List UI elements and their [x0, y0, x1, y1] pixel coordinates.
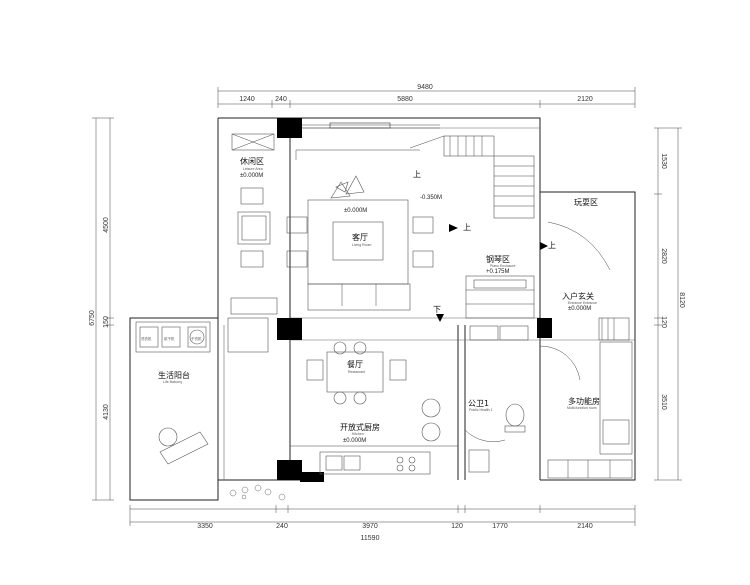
dim-bottom-4: 120 [451, 523, 463, 530]
dryer-label: 烘干机 [164, 336, 175, 341]
entrance-label: 入户玄关 [562, 291, 594, 301]
kitchen-level: ±0.000M [343, 438, 366, 444]
living-step-level: -0.350M [420, 195, 442, 201]
dim-top-2: 240 [275, 96, 287, 103]
up-marker-3: 上 [548, 241, 556, 250]
dim-right-4: 3510 [660, 394, 667, 410]
balcony-label: 生活阳台 [158, 370, 190, 380]
entrance-level: ±0.000M [568, 306, 591, 312]
up-marker-1: 上 [413, 170, 421, 179]
living-room-sub: Living Room [352, 243, 372, 247]
multi-room-label: 多功能房 [568, 396, 600, 406]
level-markers: 上 上 上 下 [413, 170, 556, 322]
structural-columns [277, 118, 552, 482]
plant-pots [229, 484, 286, 501]
dryer2-label: 干衣机 [191, 336, 202, 341]
dim-top-total: 9480 [417, 84, 433, 91]
kitchen-sub: Kitchen [352, 432, 364, 436]
life-balcony: 洗衣机 烘干机 干衣机 生活阳台 Life Balcony [135, 317, 286, 501]
multi-function-room: 多功能房 Multi-function room [547, 341, 633, 479]
play-area: 玩耍区 [547, 198, 611, 271]
kitchen-label: 开放式厨房 [340, 422, 380, 432]
balcony-sub: Life Balcony [163, 380, 182, 384]
down-marker: 下 [433, 305, 441, 314]
living-room-label: 客厅 [352, 232, 368, 242]
piano-area-level: +0.175M [486, 269, 510, 275]
dim-right-outer: 8120 [678, 292, 685, 308]
dim-bottom-5: 1770 [492, 523, 508, 530]
multi-room-sub: Multi-function room [567, 406, 597, 410]
leisure-area: 休闲区 Leisure Area ±0.000M [230, 133, 278, 315]
entrance-sub: Entrance Entrance [568, 301, 597, 305]
leisure-area-level: ±0.000M [240, 173, 263, 179]
dim-bottom-2: 240 [276, 523, 288, 530]
up-marker-2: 上 [463, 223, 471, 232]
piano-area: 钢琴区 Piano Enclosure +0.175M [465, 254, 535, 319]
walls [129, 117, 636, 501]
dim-bottom-1: 3350 [197, 523, 213, 530]
dim-top-1: 1240 [239, 96, 255, 103]
bath-label: 公卫1 [468, 399, 489, 408]
leisure-area-label: 休闲区 [240, 156, 264, 166]
dimension-lines [92, 87, 682, 526]
dim-left-2: 150 [103, 316, 110, 328]
dim-bottom-total: 11590 [361, 535, 380, 542]
dim-bottom-3: 3970 [362, 523, 378, 530]
dim-right-1: 1530 [660, 153, 667, 169]
dim-right-3: 120 [660, 316, 667, 328]
washer-label: 洗衣机 [141, 336, 152, 341]
dim-top-3: 5880 [397, 96, 413, 103]
play-area-label: 玩耍区 [574, 198, 598, 207]
staircase [409, 135, 535, 219]
dimension-labels: 9480 1240 240 5880 2120 3350 240 3970 12… [89, 84, 685, 542]
living-room-level: ±0.000M [344, 208, 367, 214]
bath-sub: Public Health 1 [469, 408, 493, 412]
window-top [302, 122, 440, 129]
dim-bottom-6: 2140 [577, 523, 593, 530]
piano-area-label: 钢琴区 [486, 254, 510, 264]
dining-label: 餐厅 [347, 360, 363, 369]
public-bathroom: 公卫1 Public Health 1 [464, 325, 529, 473]
dining-sub: Restaurant [348, 370, 365, 374]
dim-right-2: 2820 [660, 248, 667, 264]
dim-left-1: 4500 [103, 217, 110, 233]
living-room: 客厅 Living Room ±0.000M -0.350M [286, 149, 442, 311]
kitchen: 开放式厨房 Kitchen ±0.000M [290, 398, 458, 475]
entrance: 入户玄关 Entrance Entrance ±0.000M [539, 291, 630, 381]
dim-left-3: 4130 [103, 404, 110, 420]
piano-area-sub: Piano Enclosure [490, 264, 516, 268]
dining-area: 餐厅 Restaurant [306, 341, 407, 405]
leisure-area-sub: Leisure Area [243, 167, 263, 171]
dim-top-4: 2120 [577, 96, 593, 103]
dim-left-outer: 6750 [89, 310, 96, 326]
